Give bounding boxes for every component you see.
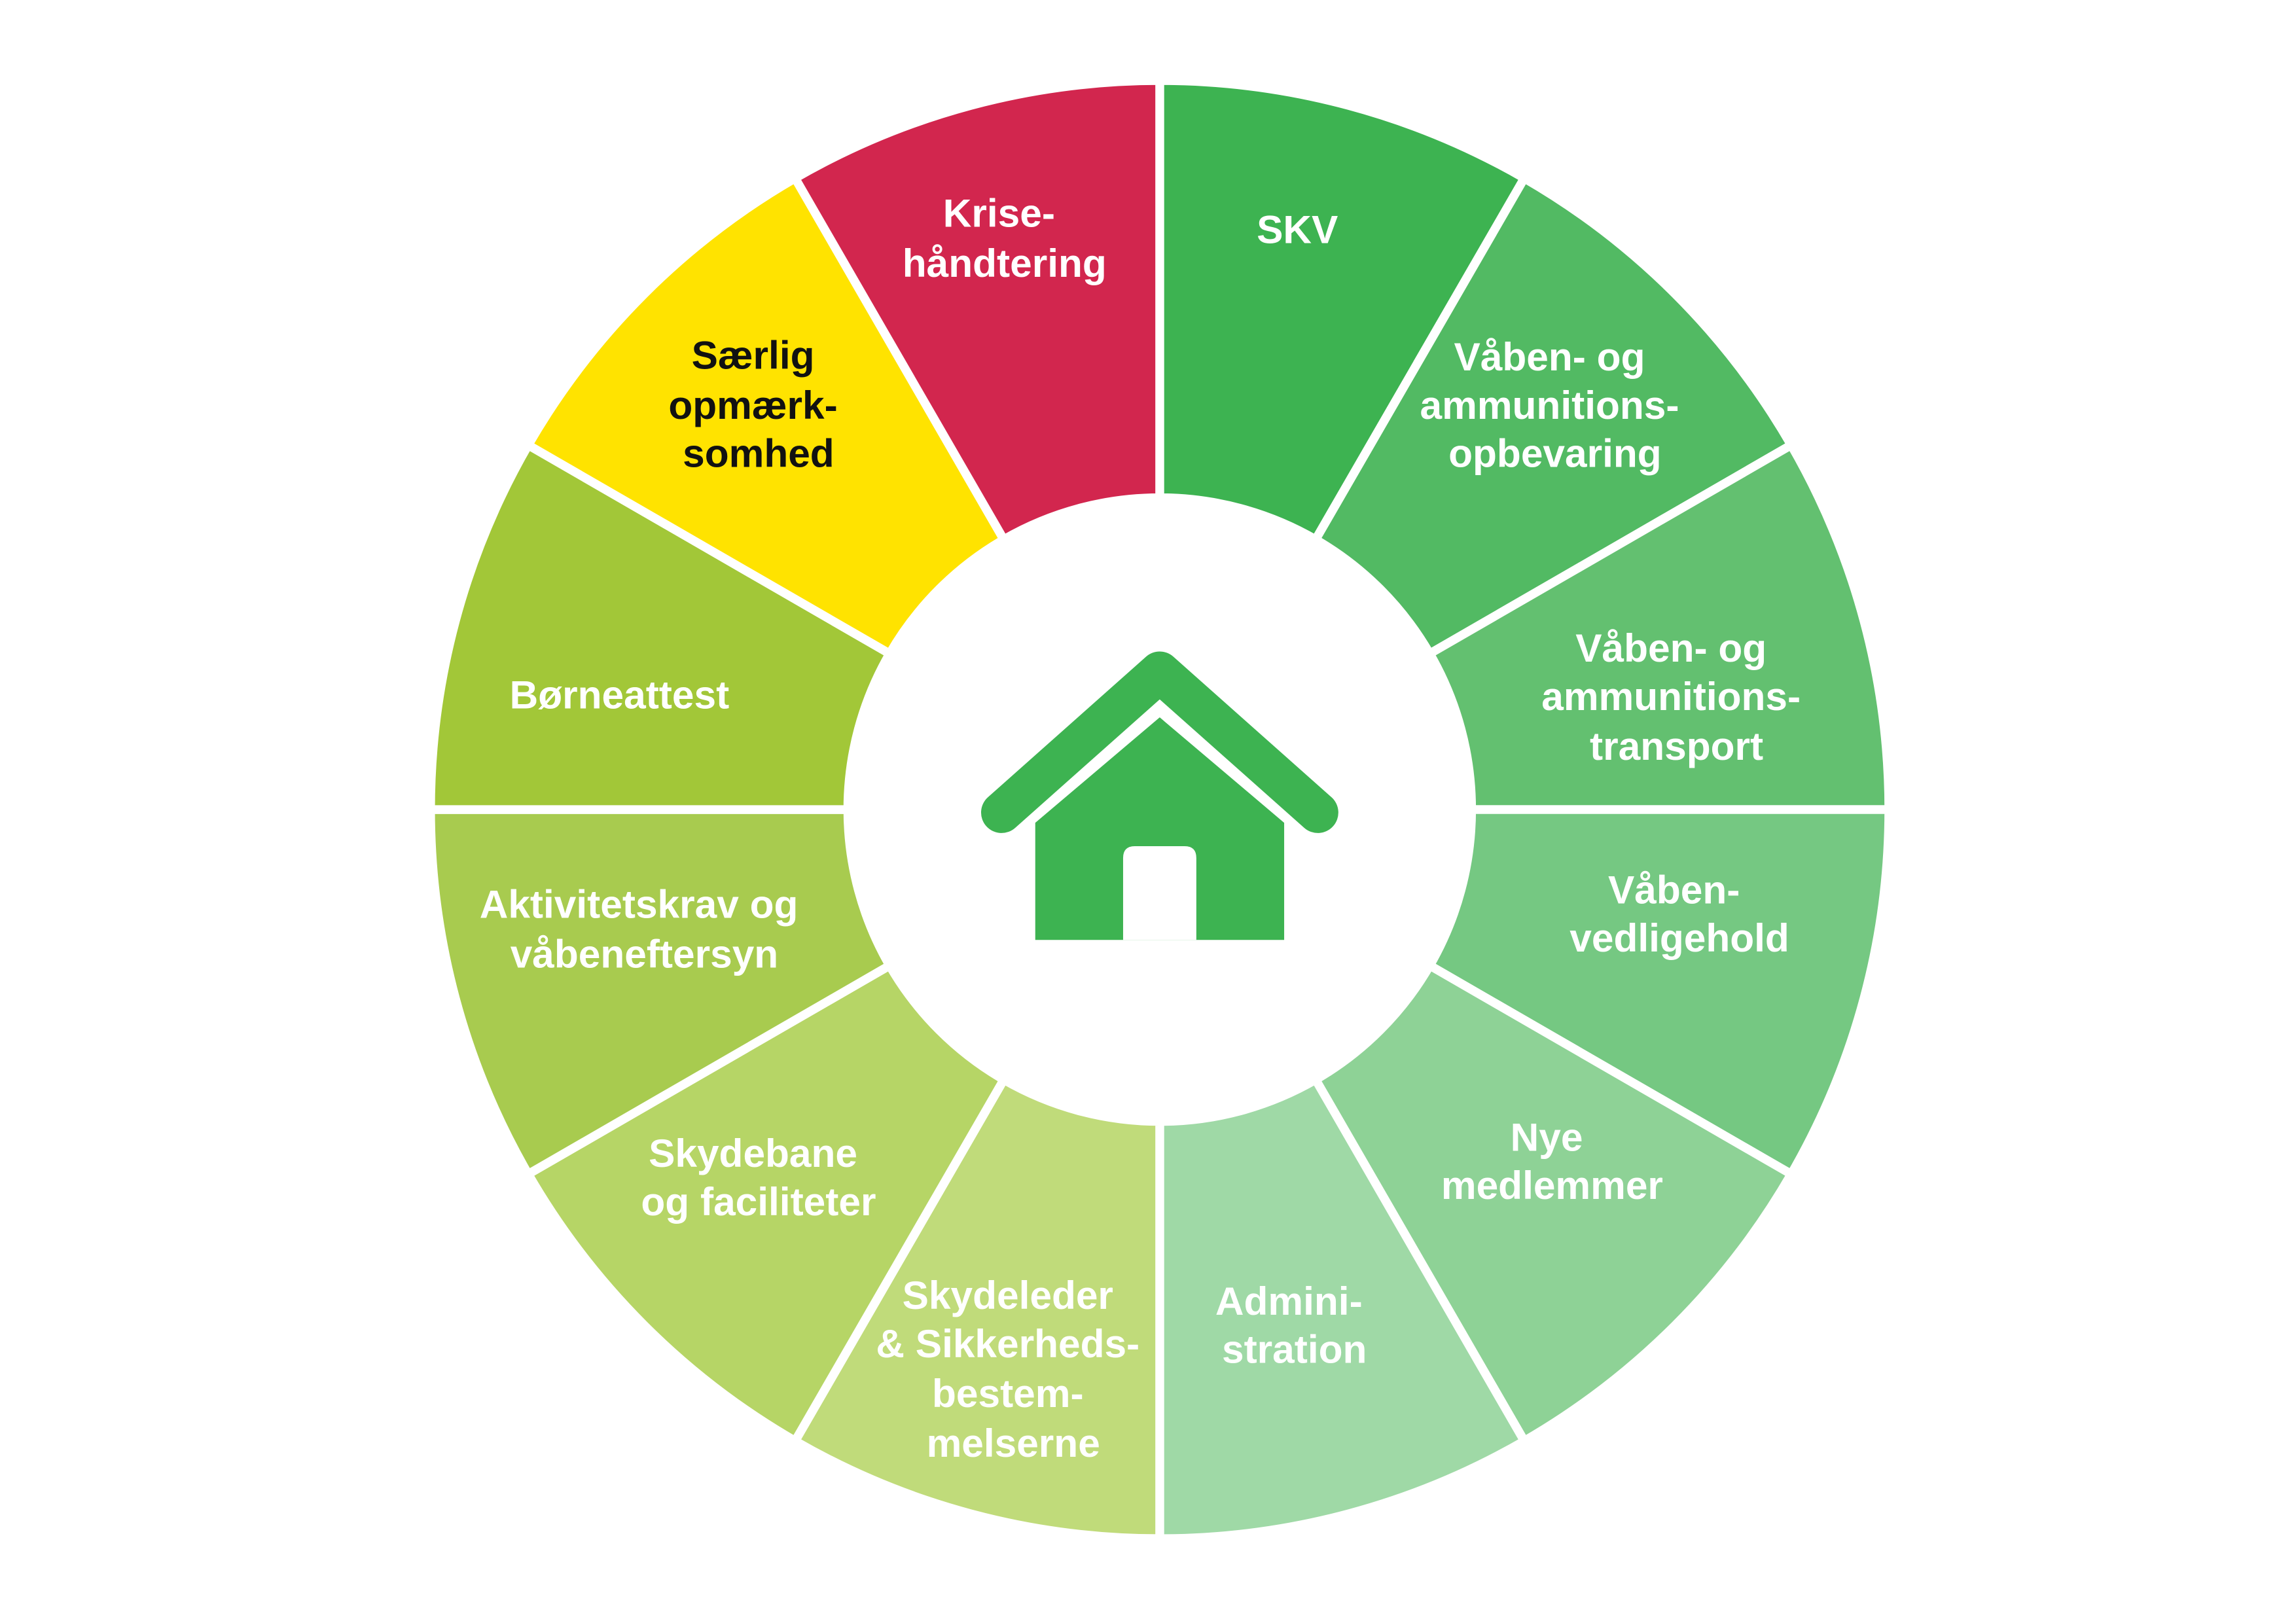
segment-label-weapon-storage: Våben- og ammunitions- opbevaring xyxy=(1420,334,1691,476)
segment-label-new-members: Nye medlemmer xyxy=(1441,1115,1663,1207)
segment-label-shooting-range: Skydebane og faciliteter xyxy=(641,1131,876,1224)
segment-label-child-certificate: Børneattest xyxy=(510,673,730,717)
segment-label-special-attention: Særlig opmærk- somhed xyxy=(668,333,848,476)
wheel-segments xyxy=(426,76,1893,1543)
segment-label-range-officer: Skydeleder & Sikkerheds- bestem- melsern… xyxy=(876,1273,1151,1465)
segment-label-weapon-maintenance: Våben- vedligehold xyxy=(1570,867,1789,960)
segment-label-skv: SKV xyxy=(1257,207,1338,251)
segment-label-crisis-management: Krise- håndtering xyxy=(903,191,1107,285)
segment-label-weapon-transport: Våben- og ammunitions- transport xyxy=(1541,626,1812,768)
segment-label-activity-requirement: Aktivitetskrav og våbeneftersyn xyxy=(480,882,809,976)
house-icon xyxy=(980,651,1338,940)
segment-label-administration: Admini- stration xyxy=(1215,1279,1374,1372)
